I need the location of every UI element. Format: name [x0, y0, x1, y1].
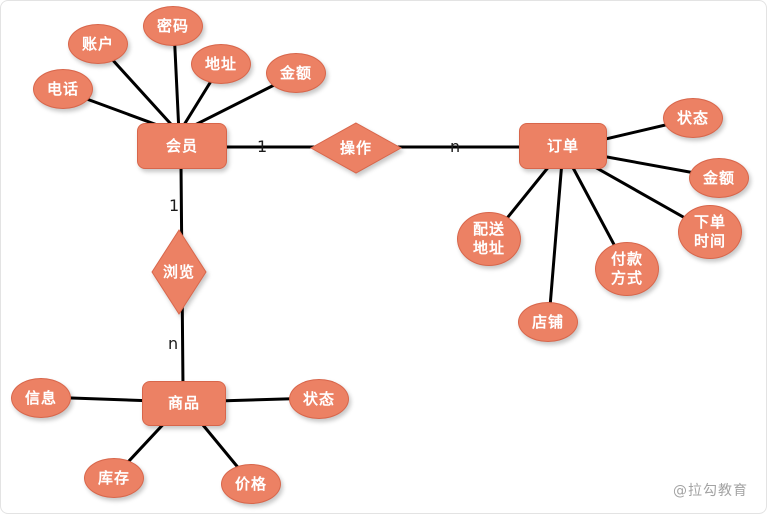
attribute-label: 电话 — [46, 79, 79, 98]
attribute-member-amount: 金额 — [266, 53, 326, 93]
attribute-member-phone: 电话 — [33, 69, 93, 109]
attribute-order-amount: 金额 — [689, 158, 749, 198]
relationship-label: 操作 — [339, 138, 372, 157]
attribute-label: 金额 — [279, 63, 312, 82]
attribute-product-stock: 库存 — [84, 458, 144, 498]
attribute-label: 金额 — [702, 168, 735, 187]
attribute-product-price: 价格 — [221, 464, 281, 504]
attribute-label: 库存 — [97, 468, 130, 487]
attribute-label: 状态 — [676, 108, 709, 127]
relationship-operate: 操作 — [310, 122, 402, 174]
attribute-member-address: 地址 — [191, 44, 251, 84]
cardinality-operate-right: n — [450, 137, 461, 156]
connector-order-shop — [547, 147, 565, 321]
attribute-order-order-time: 下单时间 — [678, 205, 742, 259]
attribute-order-shop: 店铺 — [518, 302, 578, 342]
entity-label: 商品 — [167, 394, 200, 413]
entity-order: 订单 — [519, 123, 607, 169]
attribute-order-status: 状态 — [663, 98, 723, 138]
entity-member: 会员 — [137, 123, 227, 169]
attribute-product-info: 信息 — [11, 378, 71, 418]
attribute-member-password: 密码 — [143, 6, 203, 46]
attribute-label: 账户 — [81, 34, 114, 53]
entity-product: 商品 — [142, 381, 226, 426]
relationship-label: 浏览 — [162, 262, 195, 281]
attribute-label: 状态 — [302, 389, 335, 408]
entity-label: 会员 — [165, 136, 198, 155]
diamond-shape — [151, 229, 207, 315]
attribute-order-delivery-address: 配送地址 — [457, 212, 521, 266]
connector-member-password — [172, 27, 181, 135]
attribute-label: 下单时间 — [693, 213, 726, 250]
attribute-order-payment-method: 付款方式 — [595, 242, 659, 296]
diamond-shape — [310, 122, 402, 174]
relationship-browse: 浏览 — [151, 229, 207, 315]
watermark: @拉勾教育 — [673, 483, 748, 499]
attribute-label: 付款方式 — [610, 250, 643, 287]
attribute-label: 价格 — [234, 474, 267, 493]
attribute-label: 店铺 — [531, 312, 564, 331]
entity-label: 订单 — [546, 136, 579, 155]
attribute-label: 配送地址 — [472, 220, 505, 257]
cardinality-browse-bottom: n — [168, 334, 179, 353]
attribute-member-account: 账户 — [68, 24, 128, 64]
attribute-label: 地址 — [204, 54, 237, 73]
cardinality-browse-top: 1 — [169, 196, 180, 215]
attribute-product-status: 状态 — [289, 379, 349, 419]
attribute-label: 密码 — [156, 16, 189, 35]
attribute-label: 信息 — [24, 388, 57, 407]
cardinality-operate-left: 1 — [257, 137, 268, 156]
